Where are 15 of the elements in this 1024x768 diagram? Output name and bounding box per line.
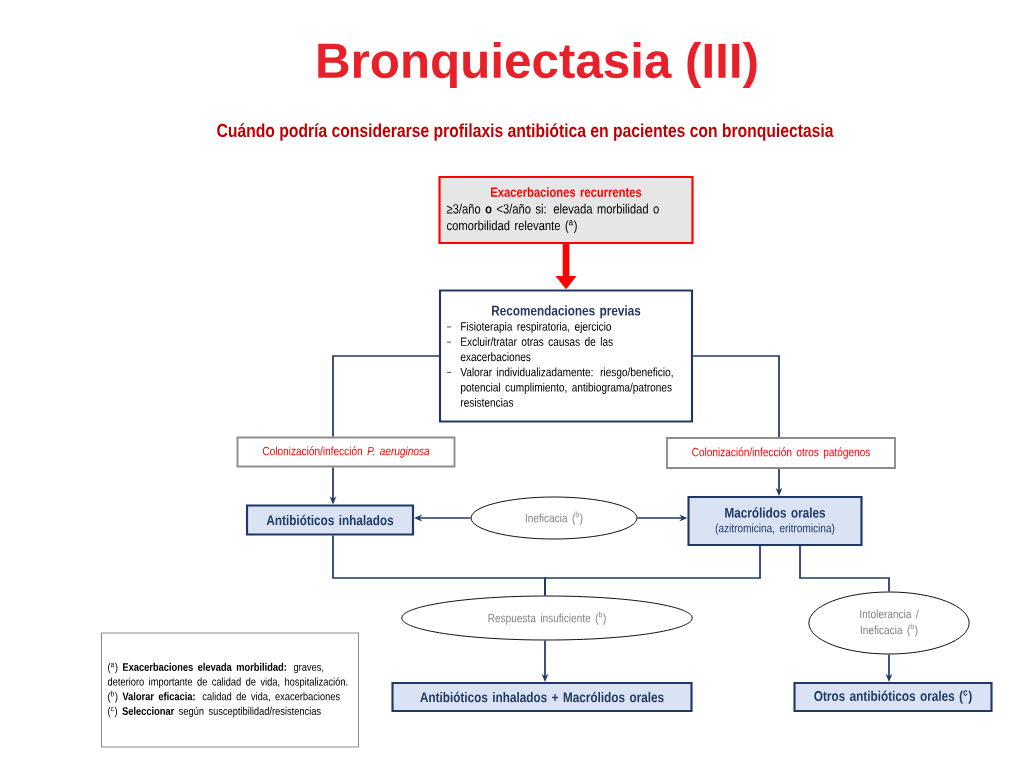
- connector-line: [692, 355, 780, 438]
- alert-box: Exacerbaciones recurrentes ≥3/año o <3/año si: elevada morbilidad o comorbilidad relevante ($^{a}$): [438, 175, 694, 245]
- treatment-box: Antibióticos inhalados + Macrólidos orales: [391, 681, 693, 713]
- connector-line: [799, 545, 890, 593]
- process-box: Recomendaciones previas Fisioterapia respiratoria, ejercicio Excluir/tratar otras causas de las exacerbaciones Valorar individualizadamente: riesgo/beneficio, potencial cumplimiento, antibiograma/patrones resistencias: [438, 289, 694, 423]
- connector-line: [544, 545, 761, 597]
- title: Bronquiectasia (III): [318, 42, 757, 88]
- condition-box: Colonización/infección P. aeruginosa: [236, 436, 456, 468]
- footnote-box: ($^{a}$) Exacerbaciones elevada morbilidad: graves, deterioro importante de calidad de vida, hospitalización. ($^{b}$) Valorar eficacia: calidad de vida, exacerbaciones ($^{c}$) Seleccionar según susceptibilidad/resistencias: [100, 632, 360, 748]
- connector-line: [332, 355, 440, 438]
- treatment-box: Otros antibióticos orales ($^{c}$): [793, 681, 993, 713]
- subtitle: Cuándo podría considerarse profilaxis antibiótica en pacientes con bronquiectasia: [217, 123, 834, 141]
- condition-box: Colonización/infección otros patógenos: [666, 437, 896, 469]
- treatment-box: Antibióticos inhalados: [245, 504, 415, 536]
- treatment-box: Macrólidos orales (azitromicina, eritromicina): [687, 495, 863, 547]
